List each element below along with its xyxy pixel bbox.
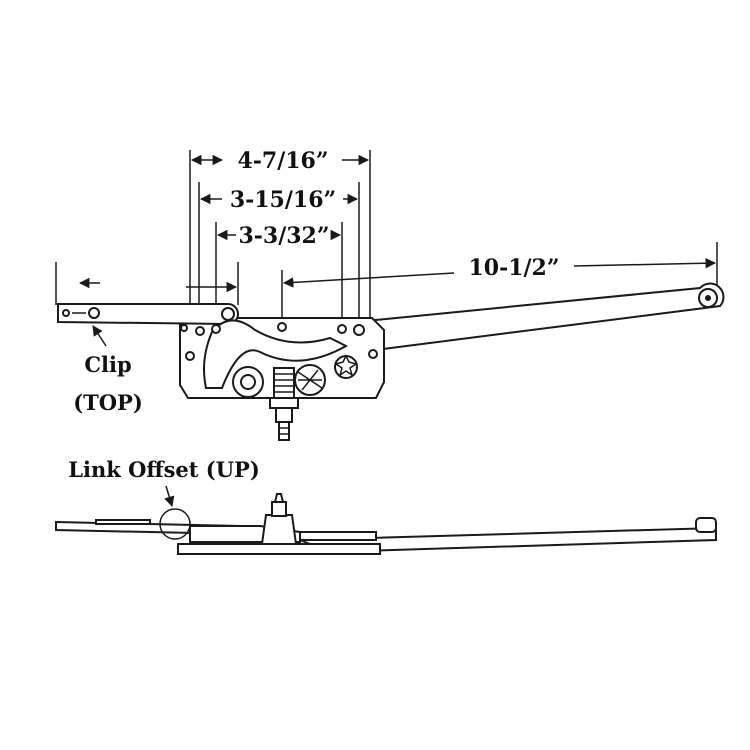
clip-label-line1: Clip	[84, 352, 131, 377]
dimension-overall-width: 4-7/16”	[190, 148, 370, 174]
dimension-inner-width: 3-3/32”	[216, 223, 342, 249]
clip-label-line2: (TOP)	[73, 390, 143, 415]
dimension-arm-length: 10-1/2”	[282, 255, 717, 288]
dim-label-inner: 3-3/32”	[238, 223, 329, 249]
link-offset-marker	[159, 508, 191, 540]
link-offset-label: Link Offset (UP)	[68, 457, 260, 482]
operator-side-view	[55, 493, 717, 555]
operator-top-view	[57, 282, 725, 441]
dimension-clip-arrows	[78, 277, 238, 293]
dim-label-mid: 3-15/16”	[230, 187, 336, 213]
clip-hole	[62, 309, 70, 317]
dim-label-overall: 4-7/16”	[237, 148, 328, 174]
extension-lines	[55, 150, 718, 350]
dimension-mid-width: 3-15/16”	[199, 187, 359, 213]
link-offset-callout: Link Offset (UP)	[68, 457, 260, 508]
dim-label-arm: 10-1/2”	[468, 255, 559, 281]
clip-callout: Clip (TOP)	[73, 325, 143, 415]
